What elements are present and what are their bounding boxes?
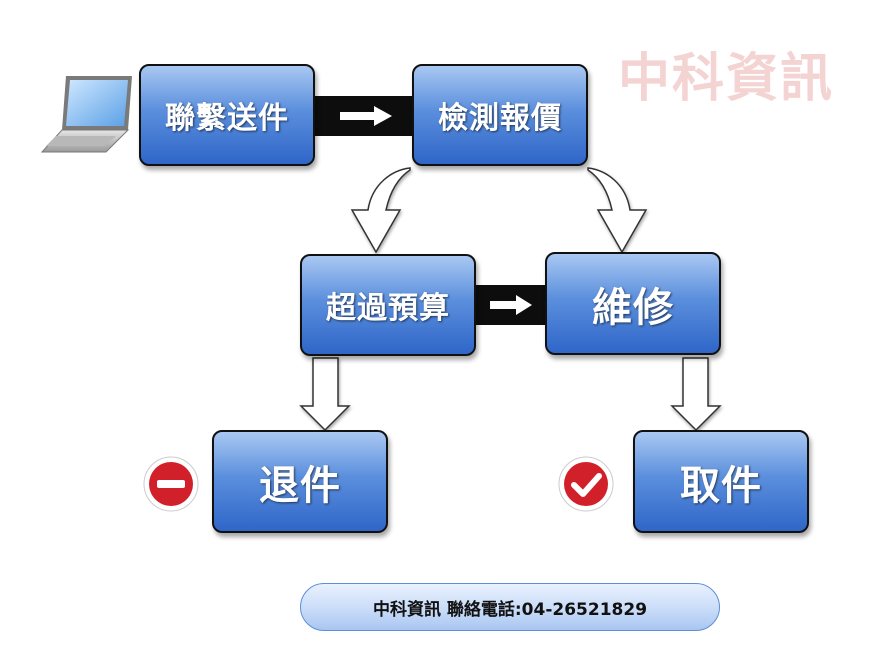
step-return-label: 退件 — [259, 462, 341, 509]
step-inspect-label: 檢測報價 — [438, 101, 562, 136]
no-entry-icon — [143, 456, 199, 512]
curved-arrow-right-icon — [587, 167, 648, 254]
contact-banner: 中科資訊 聯絡電話:04-26521829 — [300, 583, 720, 631]
down-arrow-right-icon — [670, 357, 722, 432]
connector-budget-repair — [474, 285, 548, 325]
connector-send-inspect — [312, 96, 418, 136]
step-inspect: 檢測報價 — [412, 64, 588, 166]
step-send: 聯繫送件 — [139, 64, 315, 166]
laptop-icon — [40, 76, 132, 153]
step-repair: 維修 — [545, 252, 721, 355]
curved-arrow-left-icon — [350, 167, 411, 254]
right-arrow-icon — [490, 295, 532, 315]
right-arrow-icon — [340, 106, 392, 126]
contact-text: 中科資訊 聯絡電話:04-26521829 — [372, 599, 648, 620]
step-return: 退件 — [212, 430, 388, 533]
step-over-budget: 超過預算 — [300, 254, 476, 356]
step-send-label: 聯繫送件 — [165, 101, 289, 136]
step-repair-label: 維修 — [592, 284, 674, 331]
down-arrow-left-icon — [299, 357, 351, 432]
step-over-budget-label: 超過預算 — [326, 291, 450, 326]
step-pickup: 取件 — [633, 430, 809, 533]
checkmark-icon — [558, 456, 614, 512]
step-pickup-label: 取件 — [680, 462, 762, 509]
watermark-text: 中科資訊 — [618, 49, 835, 109]
